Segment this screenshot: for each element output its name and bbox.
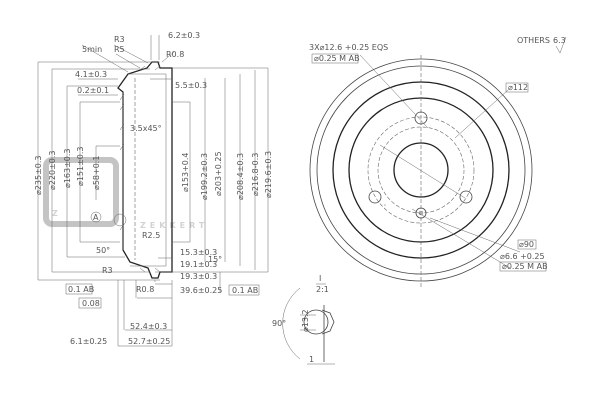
label-15deg: 15° <box>208 255 222 264</box>
label-5min: 5min <box>82 45 102 54</box>
pcd-label: ⌀112 <box>505 82 529 93</box>
svg-text:⌀0.25 M AB: ⌀0.25 M AB <box>314 54 360 63</box>
svg-text:0.08: 0.08 <box>82 299 100 308</box>
dim-19-3: 19.3±0.3 <box>180 272 217 281</box>
dim-52-4: 52.4±0.3 <box>130 322 167 331</box>
detail-angle: 90° <box>272 319 286 328</box>
dia-219: ⌀219.6±0.3 <box>264 151 273 198</box>
datum-a-label: A <box>93 213 99 222</box>
dim-0-2: 0.2±0.1 <box>77 86 109 95</box>
label-r25: R2.5 <box>142 231 160 240</box>
dim-15-3: 15.3±0.3 <box>180 248 217 257</box>
dia-151: ⌀151±0.3 <box>76 146 85 186</box>
detail-view: I 2:1 90° ⌀13.2 1 <box>272 274 335 365</box>
label-chamfer: 3.5x45° <box>130 124 162 133</box>
dim-4-1: 4.1±0.3 <box>75 70 107 79</box>
svg-text:⌀90: ⌀90 <box>519 240 534 249</box>
flatness-tolerance: 0.08 <box>78 297 102 309</box>
svg-text:⌀0.25 M AB: ⌀0.25 M AB <box>502 262 548 271</box>
label-r3-top: R3 <box>114 35 125 44</box>
d90-label: ⌀90 <box>517 239 537 250</box>
roughness-value: 6.3 <box>553 36 566 45</box>
runout-tolerance-right: 0.1 AB <box>228 284 260 296</box>
runout-tolerance-left: 0.1 AB <box>65 283 94 295</box>
section-view: A 6.2±0.3 R3 R5 5min R0.8 4.1±0.3 0.2±0.… <box>34 31 273 347</box>
dia-220: ⌀220±0.3 <box>48 150 57 190</box>
dia-153: ⌀153+0.4 <box>181 152 190 192</box>
dim-19-1: 19.1±0.3 <box>180 260 217 269</box>
bolt-hole <box>368 190 382 204</box>
watermark-text: ZEKKERT <box>140 221 208 230</box>
dim-52-7: 52.7±0.25 <box>128 337 170 346</box>
small-hole-dim: ⌀6.6 +0.25 <box>500 252 545 261</box>
label-r3-bottom: R3 <box>102 266 113 275</box>
bolt-hole <box>459 190 473 204</box>
bolt-holes-dim: 3X⌀12.6 +0.25 EQS <box>309 43 388 52</box>
dia-235: ⌀235±0.3 <box>34 155 43 195</box>
label-r08-bottom: R0.8 <box>136 285 154 294</box>
dia-58: ⌀58+0.1 <box>92 156 101 190</box>
front-view: OTHERS 6.3 3X⌀12.6 +0.25 EQS ⌀0.25 M AB … <box>309 36 567 288</box>
bolt-position-tolerance: ⌀0.25 M AB <box>311 53 360 64</box>
dia-163: ⌀163±0.3 <box>63 148 72 188</box>
detail-id: I <box>319 274 321 283</box>
bolt-hole <box>414 111 428 125</box>
dim-6-1: 6.1±0.25 <box>70 337 107 346</box>
dim-5-5: 5.5±0.3 <box>175 81 207 90</box>
detail-scale: 2:1 <box>316 285 329 294</box>
locating-hole <box>415 207 427 219</box>
label-r5: R5 <box>114 45 125 54</box>
svg-text:⌀112: ⌀112 <box>508 83 528 92</box>
dia-208: ⌀208.4±0.3 <box>236 153 245 200</box>
svg-text:Z: Z <box>52 209 58 218</box>
dim-39-6: 39.6±0.25 <box>180 286 222 295</box>
dia-199: ⌀199.2±0.3 <box>200 153 209 200</box>
roughness-symbol <box>555 36 567 54</box>
label-r08-top: R0.8 <box>166 50 184 59</box>
dim-6-2: 6.2±0.3 <box>168 31 200 40</box>
svg-text:0.1 AB: 0.1 AB <box>68 285 94 294</box>
datum-a-marker <box>90 211 102 223</box>
detail-diameter: ⌀13.2 <box>301 309 310 332</box>
label-50deg: 50° <box>96 246 110 255</box>
svg-text:0.1 AB: 0.1 AB <box>232 286 258 295</box>
dia-216: ⌀216.8-0.3 <box>251 153 260 196</box>
dia-203: ⌀203+0.25 <box>214 151 223 196</box>
detail-depth: 1 <box>309 355 314 364</box>
small-hole-tolerance: ⌀0.25 M AB <box>499 261 548 272</box>
others-label: OTHERS <box>517 36 550 45</box>
